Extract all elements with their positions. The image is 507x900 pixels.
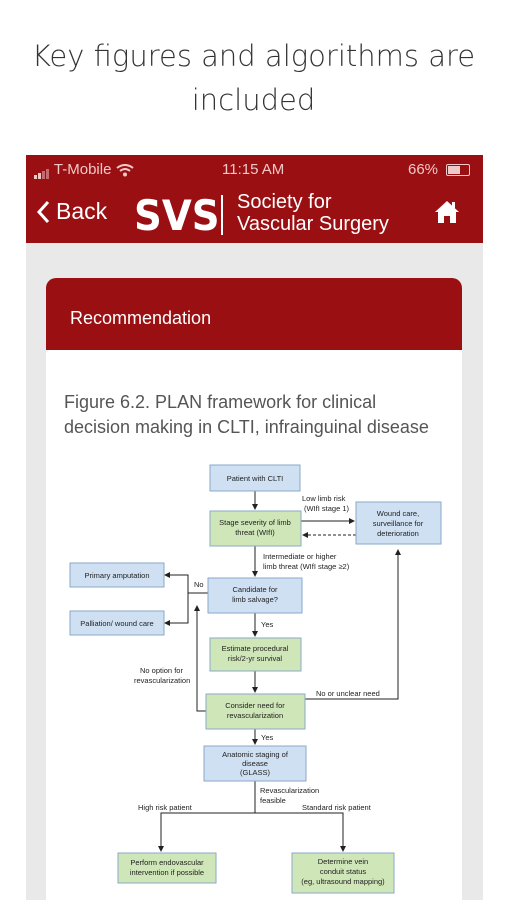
node-palliation: Palliation/ wound care bbox=[69, 610, 165, 636]
org-name: Society for Vascular Surgery bbox=[237, 191, 389, 235]
promo-caption: Key figures and algorithms are included bbox=[0, 34, 507, 122]
edge-label: (WIfI stage 1) bbox=[304, 504, 350, 513]
signal-icon bbox=[34, 162, 50, 179]
edge-label: Intermediate or higher bbox=[263, 552, 337, 561]
node-endovascular: Perform endovascular intervention if pos… bbox=[117, 852, 217, 884]
figure-title: Figure 6.2. PLAN framework for clinical … bbox=[64, 390, 444, 440]
node-text: Consider need for bbox=[225, 701, 285, 710]
caption-line-2: included bbox=[191, 83, 316, 117]
back-button[interactable]: Back bbox=[36, 198, 107, 225]
home-icon[interactable] bbox=[434, 199, 460, 225]
edge-label: Yes bbox=[261, 620, 273, 629]
node-wound-care: Wound care, surveillance for deteriorati… bbox=[355, 501, 442, 545]
node-text: intervention if possible bbox=[130, 868, 204, 877]
node-text: Palliation/ wound care bbox=[80, 619, 153, 628]
node-text: conduit status bbox=[320, 867, 367, 876]
battery-icon bbox=[446, 164, 471, 177]
node-primary-amputation: Primary amputation bbox=[69, 562, 165, 588]
clock: 11:15 AM bbox=[222, 161, 285, 178]
node-text: deterioration bbox=[377, 529, 419, 538]
svs-logo: SVS bbox=[134, 191, 220, 240]
recommendation-card: Recommendation Figure 6.2. PLAN framewor… bbox=[46, 278, 462, 900]
edge-label: Revascularization bbox=[260, 786, 319, 795]
node-candidate: Candidate for limb salvage? bbox=[207, 577, 303, 614]
node-text: (GLASS) bbox=[240, 768, 271, 777]
node-vein-conduit: Determine vein conduit status (eg, ultra… bbox=[291, 852, 395, 894]
edge-label: Standard risk patient bbox=[302, 803, 372, 812]
carrier-group: T-Mobile bbox=[34, 161, 134, 179]
node-stage-severity: Stage severity of limb threat (WIfI) bbox=[209, 510, 302, 547]
edge-label: revascularization bbox=[134, 676, 190, 685]
node-estimate: Estimate procedural risk/2-yr survival bbox=[209, 637, 302, 672]
node-text: surveillance for bbox=[373, 519, 424, 528]
node-text: Wound care, bbox=[377, 509, 419, 518]
battery-percent: 66% bbox=[408, 161, 439, 178]
node-text: Anatomic staging of bbox=[222, 750, 289, 759]
edge-label: No or unclear need bbox=[316, 689, 380, 698]
logo-divider bbox=[221, 195, 223, 235]
carrier-label: T-Mobile bbox=[53, 161, 112, 178]
node-text: Perform endovascular bbox=[130, 858, 204, 867]
node-text: Patient with CLTI bbox=[227, 474, 284, 483]
org-line-1: Society for bbox=[237, 191, 332, 213]
nav-bar: Back SVS Society for Vascular Surgery bbox=[26, 185, 483, 243]
figure-title-line-2: decision making in CLTI, infrainguinal d… bbox=[64, 417, 429, 437]
node-text: limb salvage? bbox=[232, 595, 278, 604]
node-text: Stage severity of limb bbox=[219, 518, 291, 527]
edge-label: feasible bbox=[260, 796, 286, 805]
node-text: disease bbox=[242, 759, 268, 768]
figure-title-line-1: Figure 6.2. PLAN framework for clinical bbox=[64, 392, 377, 412]
node-text: Estimate procedural bbox=[222, 644, 289, 653]
chevron-left-icon bbox=[36, 200, 50, 223]
node-text: risk/2-yr survival bbox=[228, 654, 283, 663]
edge-label: limb threat (WIfI stage ≥2) bbox=[263, 562, 350, 571]
node-text: threat (WIfI) bbox=[235, 528, 275, 537]
battery-group: 66% bbox=[408, 161, 471, 178]
flowchart: Patient with CLTI Stage severity of limb… bbox=[69, 464, 442, 894]
caption-line-1: Key figures and algorithms are bbox=[31, 39, 476, 73]
org-line-2: Vascular Surgery bbox=[237, 213, 389, 235]
back-label: Back bbox=[56, 198, 108, 224]
node-patient: Patient with CLTI bbox=[209, 464, 301, 492]
node-anatomic: Anatomic staging of disease (GLASS) bbox=[203, 745, 307, 782]
edge-label: Low limb risk bbox=[302, 494, 346, 503]
node-text: Candidate for bbox=[232, 585, 278, 594]
node-text: Determine vein bbox=[318, 857, 368, 866]
phone-screen: T-Mobile 11:15 AM 66% Back SVS Society f… bbox=[26, 155, 483, 900]
edge-label: No option for bbox=[140, 666, 183, 675]
edge-label: High risk patient bbox=[138, 803, 193, 812]
node-consider: Consider need for revascularization bbox=[205, 693, 306, 730]
card-header: Recommendation bbox=[46, 278, 462, 350]
node-text: Primary amputation bbox=[84, 571, 149, 580]
status-bar: T-Mobile 11:15 AM 66% bbox=[26, 155, 483, 185]
node-text: (eg, ultrasound mapping) bbox=[301, 877, 385, 886]
card-header-title: Recommendation bbox=[70, 308, 212, 328]
wifi-icon bbox=[116, 163, 134, 177]
edge-label: No bbox=[194, 580, 204, 589]
node-text: revascularization bbox=[227, 711, 283, 720]
edge-label: Yes bbox=[261, 733, 273, 742]
